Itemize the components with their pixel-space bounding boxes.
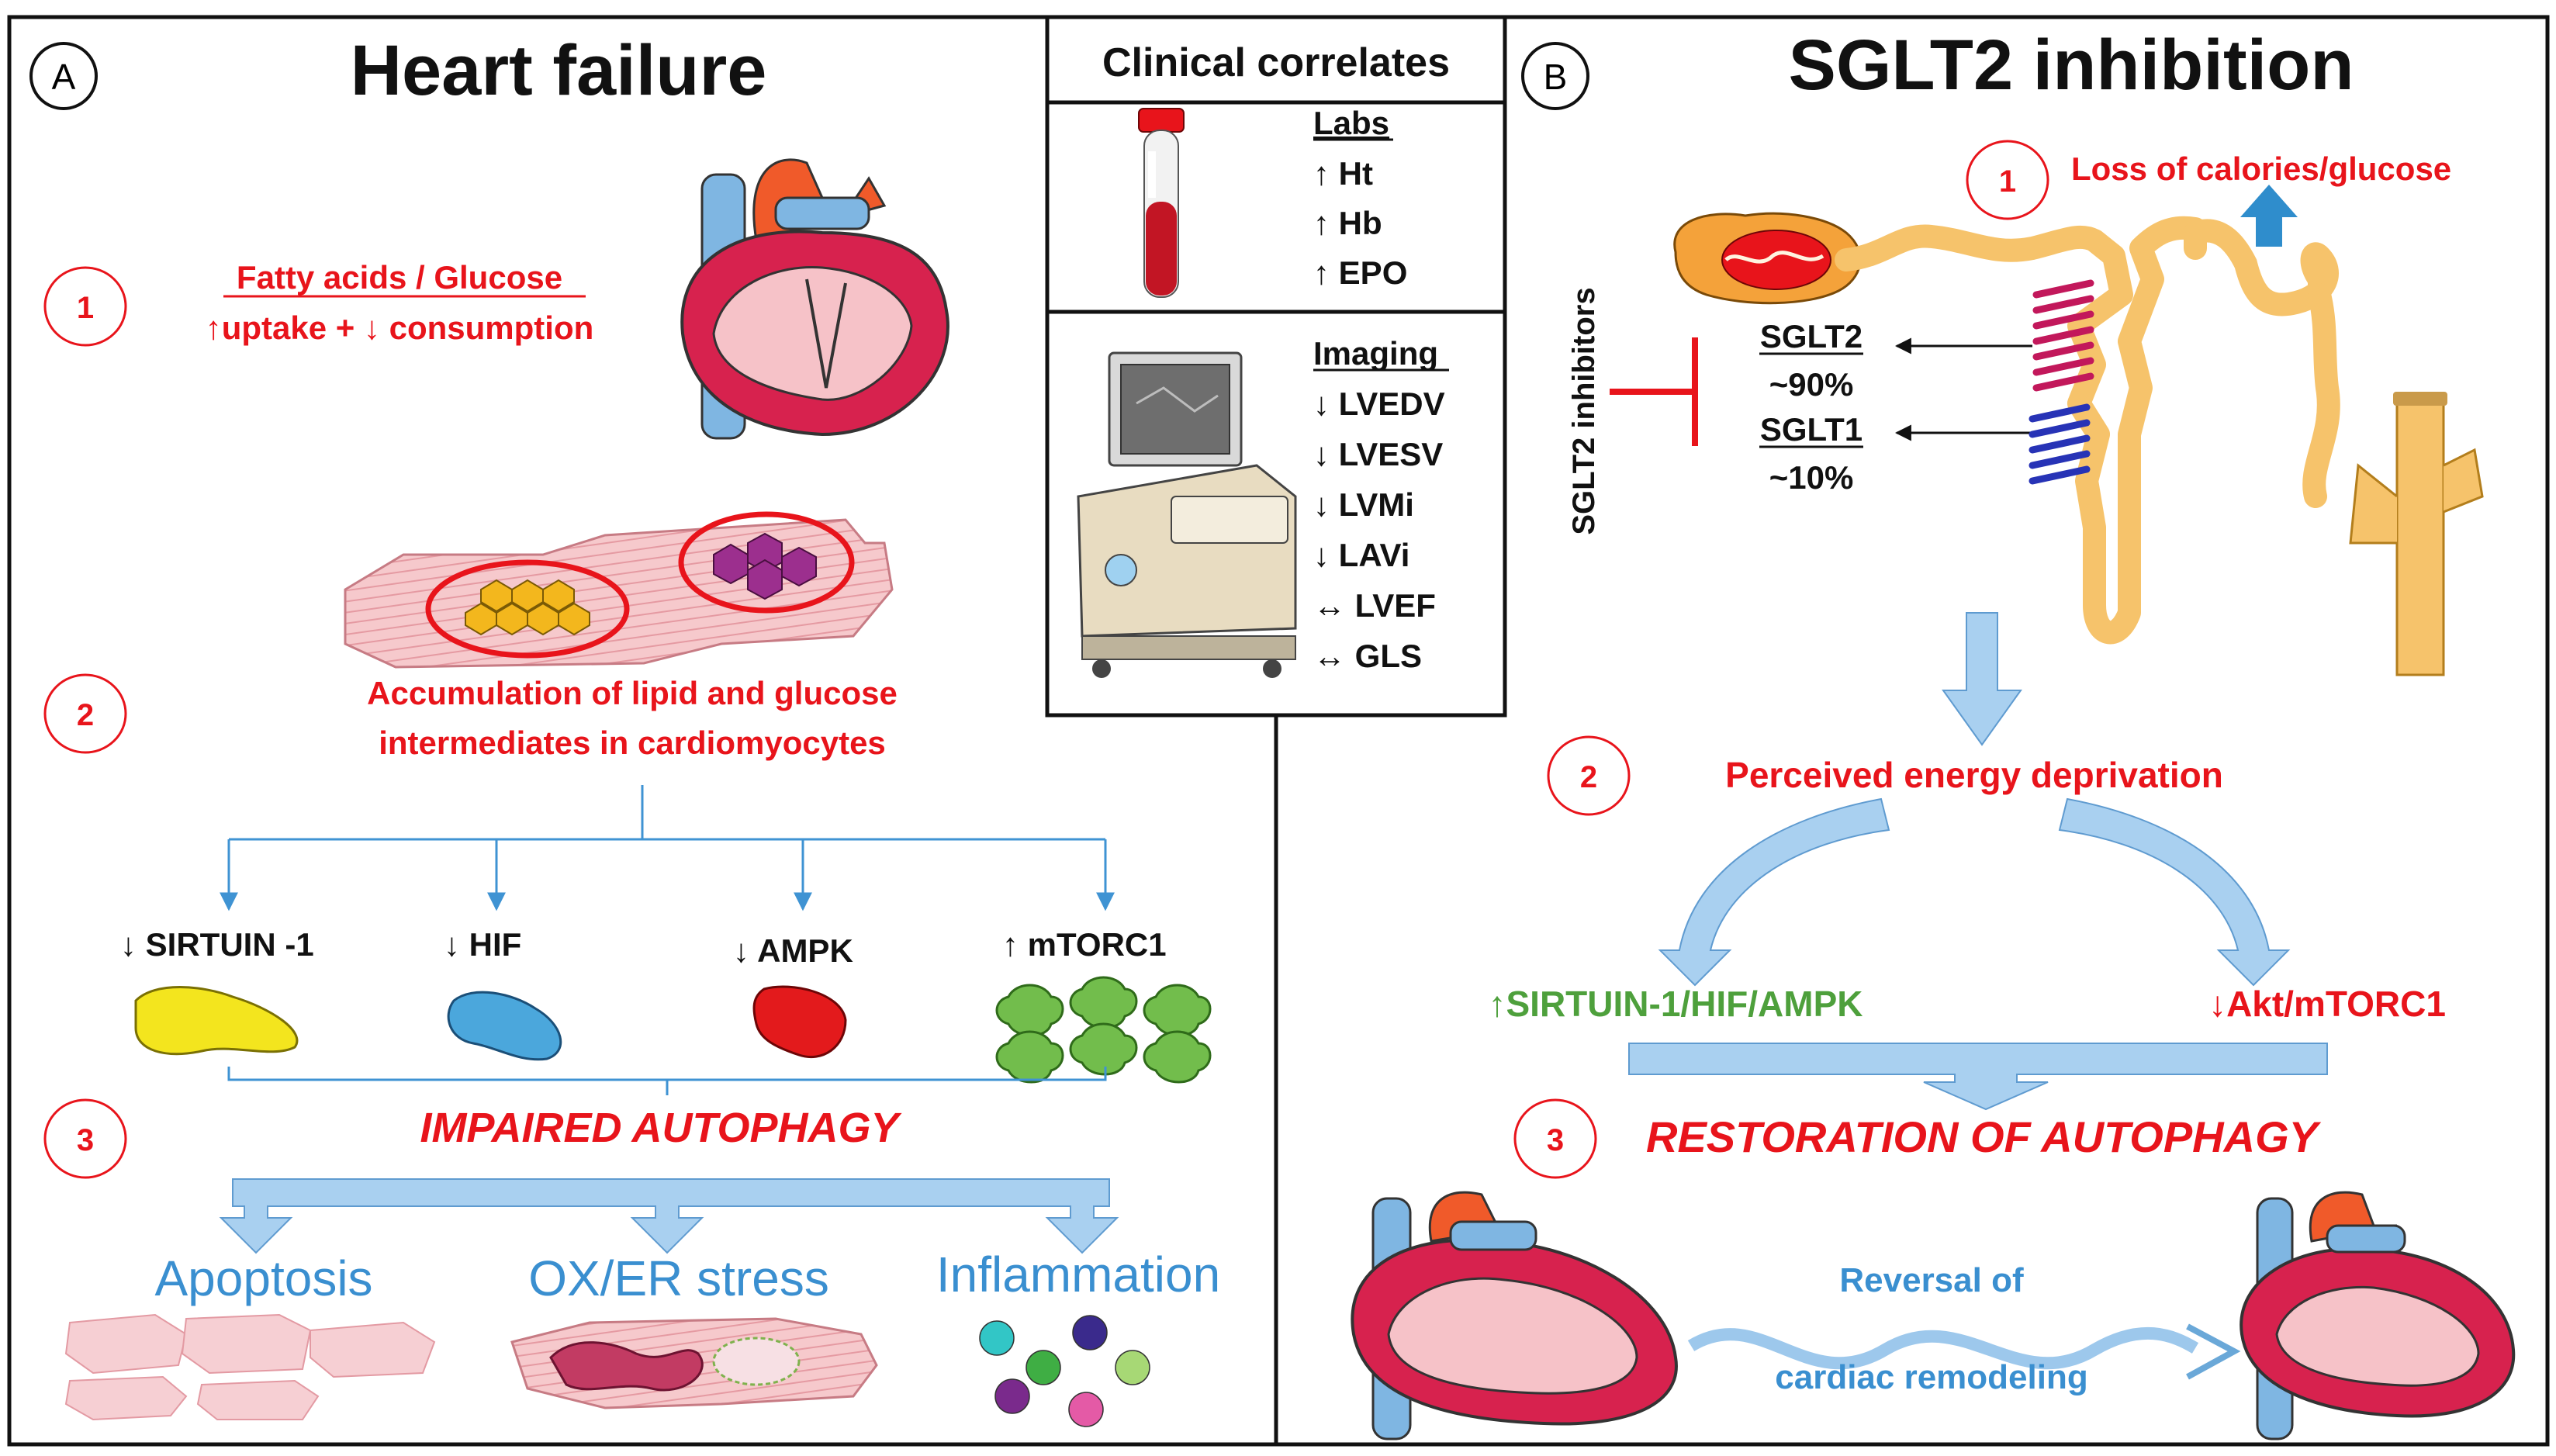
down-arrow: [1942, 612, 2022, 746]
blood-tube-icon: [1138, 108, 1185, 298]
sglt1-name: SGLT1: [1760, 411, 1863, 448]
urine-loss-arrow: [2240, 185, 2298, 247]
step-2-circle: [43, 673, 127, 754]
step-2-number: 2: [77, 698, 94, 732]
merge-line: [227, 1067, 1107, 1095]
panel-b-title: SGLT2 inhibition: [1788, 26, 2354, 105]
lab-ht: ↑ Ht: [1313, 155, 1373, 192]
imaging-lvedv: ↓ LVEDV: [1313, 386, 1445, 422]
apoptosis-illustration: [64, 1313, 436, 1421]
imaging-lvef: ↔ LVEF: [1313, 587, 1436, 624]
impaired-autophagy-label: IMPAIRED AUTOPHAGY: [420, 1105, 902, 1151]
loss-of-calories-label: Loss of calories/glucose: [2071, 150, 2451, 187]
b-step-3-circle: [1513, 1098, 1597, 1179]
inflammation-illustration: [979, 1315, 1150, 1427]
b-step-2-number: 2: [1580, 760, 1597, 794]
sglt2-inhibitors-label: SGLT2 inhibitors: [1567, 287, 1601, 534]
imaging-gls: ↔ GLS: [1313, 638, 1422, 674]
marker-branch-lines: [220, 785, 1115, 911]
marker-mtorc1: ↑ mTORC1: [1002, 926, 1167, 963]
imaging-lvesv: ↓ LVESV: [1313, 436, 1443, 472]
step-1-number: 1: [77, 291, 94, 325]
echo-machine-icon: [1077, 351, 1297, 678]
b-step-1-circle: [1966, 140, 2049, 220]
normal-heart-illustration: [2240, 1191, 2516, 1440]
step-2-line2: intermediates in cardiomyocytes: [379, 725, 886, 761]
upregulated-pathways-label: ↑SIRTUIN-1/HIF/AMPK: [1489, 984, 1863, 1024]
sglt2-percent: ~90%: [1769, 366, 1854, 403]
outcome-split-arrow: [219, 1178, 1119, 1254]
sglt1-percent: ~10%: [1769, 459, 1854, 496]
downregulated-pathways-label: ↓Akt/mTORC1: [2208, 984, 2446, 1024]
panel-a-letter: A: [52, 57, 76, 97]
outcome-ox-er-stress: OX/ER stress: [528, 1250, 829, 1306]
panel-b-letter-circle: [1521, 42, 1589, 110]
panel-a: A Heart failure 1 Fatty acids / Glucose …: [29, 31, 1220, 1427]
reversal-line1: Reversal of: [1839, 1261, 2024, 1299]
restoration-autophagy-label: RESTORATION OF AUTOPHAGY: [1646, 1112, 2322, 1161]
remodeled-heart-illustration: [1351, 1191, 1678, 1440]
ampk-protein-icon: [752, 985, 847, 1059]
marker-hif: ↓ HIF: [444, 926, 521, 963]
imaging-lavi: ↓ LAVi: [1313, 537, 1409, 573]
ox-er-stress-illustration: [510, 1317, 878, 1409]
b-step-2-circle: [1547, 735, 1631, 816]
outcome-inflammation: Inflammation: [936, 1247, 1220, 1302]
step-1-line1: Fatty acids / Glucose: [237, 259, 562, 296]
imaging-lvmi: ↓ LVMi: [1313, 486, 1414, 523]
inhibition-symbol: [1610, 337, 1698, 446]
outcome-apoptosis: Apoptosis: [154, 1250, 372, 1306]
curved-arrow-left: [1658, 797, 1890, 987]
step-2-line1: Accumulation of lipid and glucose: [367, 675, 898, 711]
lab-epo: ↑ EPO: [1313, 254, 1407, 291]
step-1-circle: [43, 266, 127, 347]
panel-a-letter-circle: [29, 42, 98, 110]
clinical-correlates-box: Clinical correlates Labs ↑ Ht ↑ Hb ↑ EPO…: [1045, 15, 1507, 718]
reversal-wavy-arrow: [1687, 1326, 2199, 1370]
clinical-title: Clinical correlates: [1102, 40, 1450, 85]
marker-sirtuin: ↓ SIRTUIN -1: [120, 926, 314, 963]
curved-arrow-right: [2058, 797, 2291, 987]
step-3-circle: [43, 1098, 127, 1179]
reversal-arrowhead: [2186, 1323, 2241, 1380]
step-3-number: 3: [77, 1123, 94, 1157]
nephron-illustration: [1673, 212, 2484, 676]
panel-a-title: Heart failure: [351, 31, 767, 110]
heart-illustration: [680, 158, 949, 440]
b-step-3-number: 3: [1547, 1123, 1564, 1157]
sglt2-name: SGLT2: [1760, 318, 1863, 354]
panel-b: B SGLT2 inhibition 1 Loss of calories/gl…: [1351, 26, 2516, 1440]
imaging-title: Imaging: [1313, 335, 1438, 372]
b-step-1-number: 1: [1999, 164, 2016, 199]
cardiomyocyte-illustration: [344, 511, 894, 669]
perceived-energy-label: Perceived energy deprivation: [1725, 755, 2223, 795]
hif-protein-icon: [447, 991, 562, 1061]
sirtuin-protein-icon: [134, 986, 299, 1056]
labs-title: Labs: [1313, 105, 1389, 141]
mtorc1-protein-icons: [995, 976, 1212, 1084]
marker-ampk: ↓ AMPK: [733, 932, 853, 969]
step-1-line2: ↑uptake + ↓ consumption: [206, 310, 594, 346]
reversal-line2: cardiac remodeling: [1775, 1358, 2087, 1396]
panel-b-letter: B: [1544, 57, 1568, 97]
lab-hb: ↑ Hb: [1313, 205, 1382, 241]
converging-arrow: [1628, 1043, 2328, 1111]
